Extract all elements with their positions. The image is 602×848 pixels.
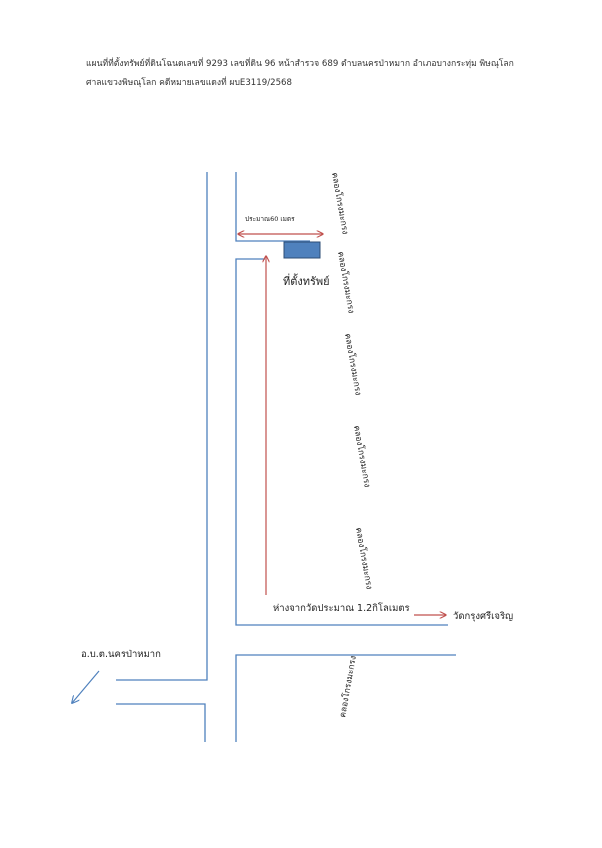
canal-label: คลองโกรงมะกรง bbox=[353, 527, 375, 591]
canal-label: คลองโกรงมะกรง bbox=[329, 172, 351, 236]
canal-label: คลองโกรงมะกรง bbox=[342, 333, 364, 397]
main-road-east-edge-middle bbox=[235, 258, 448, 626]
property-marker[interactable] bbox=[283, 241, 321, 259]
temple-label: วัดกรุงศรีเจริญ bbox=[453, 610, 513, 622]
main-road-east-edge-top bbox=[235, 172, 310, 242]
canal-label: คลองโกรงมะกรง bbox=[335, 251, 357, 315]
width-measure-label: ประมาณ60 เมตร bbox=[245, 215, 295, 223]
distance-from-temple-label: ห่างจากวัดประมาณ 1.2กิโลเมตร bbox=[273, 602, 410, 614]
main-road-east-edge-bottom bbox=[235, 654, 456, 742]
district-label: อ.บ.ต.นครป่าหมาก bbox=[81, 649, 161, 660]
main-road-west-edge bbox=[116, 172, 208, 681]
property-label: ที่ตั้งทรัพย์ bbox=[283, 273, 330, 288]
page-title: แผนที่ที่ตั้งทรัพย์ที่ดินโฉนดเลขที่ 9293… bbox=[86, 59, 514, 69]
case-reference: ศาลแขวงพิษณุโลก คดีหมายเลขแดงที่ ผบE3119… bbox=[86, 78, 292, 88]
district-direction-arrow bbox=[72, 670, 100, 703]
canal-label: คลองโกรงมะกรง bbox=[351, 425, 373, 489]
canal-label: คลองโกรงมะกรง bbox=[337, 655, 359, 719]
main-road-west-edge-lower bbox=[116, 703, 206, 742]
